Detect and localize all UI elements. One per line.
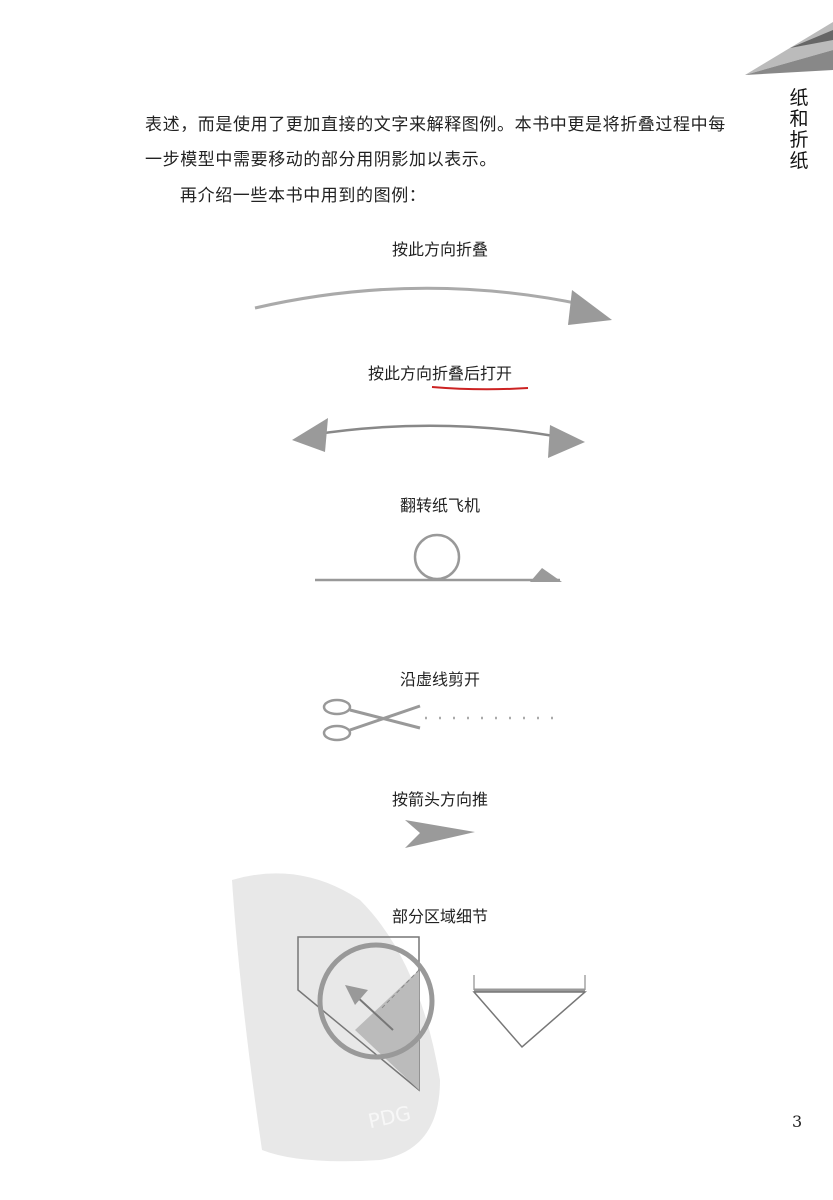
flip-over-icon	[315, 533, 562, 582]
scissors-cut-icon	[322, 698, 558, 742]
legend-caption: 按此方向折叠后打开	[367, 364, 513, 383]
side-tab-char: 纸	[789, 150, 809, 172]
legend-caption: 按此方向折叠	[391, 240, 489, 259]
body-line: 表述，而是使用了更加直接的文字来解释图例。本书中更是将折叠过程中每	[145, 115, 726, 135]
side-tab-char: 纸	[789, 87, 809, 109]
fold-arrow-icon	[254, 286, 612, 325]
side-tab-char: 和	[789, 108, 809, 130]
legend-caption: 沿虚线剪开	[399, 670, 481, 689]
legend-caption: 按箭头方向推	[391, 790, 489, 809]
legend-caption: 部分区域细节	[391, 907, 489, 926]
detail-zoom-icon	[297, 936, 587, 1092]
paper-plane-icon	[745, 22, 833, 75]
body-line: 一步模型中需要移动的部分用阴影加以表示。	[145, 150, 497, 170]
annotation-underline	[431, 386, 529, 391]
push-arrow-icon	[405, 820, 475, 848]
legend-caption: 翻转纸飞机	[399, 496, 481, 515]
page-number: 3	[792, 1112, 803, 1131]
fold-unfold-arrow-icon	[292, 418, 585, 458]
body-line: 再介绍一些本书中用到的图例：	[180, 186, 427, 206]
side-tab-char: 折	[789, 129, 809, 151]
side-tab-title: 纸 和 折 纸	[788, 88, 810, 172]
